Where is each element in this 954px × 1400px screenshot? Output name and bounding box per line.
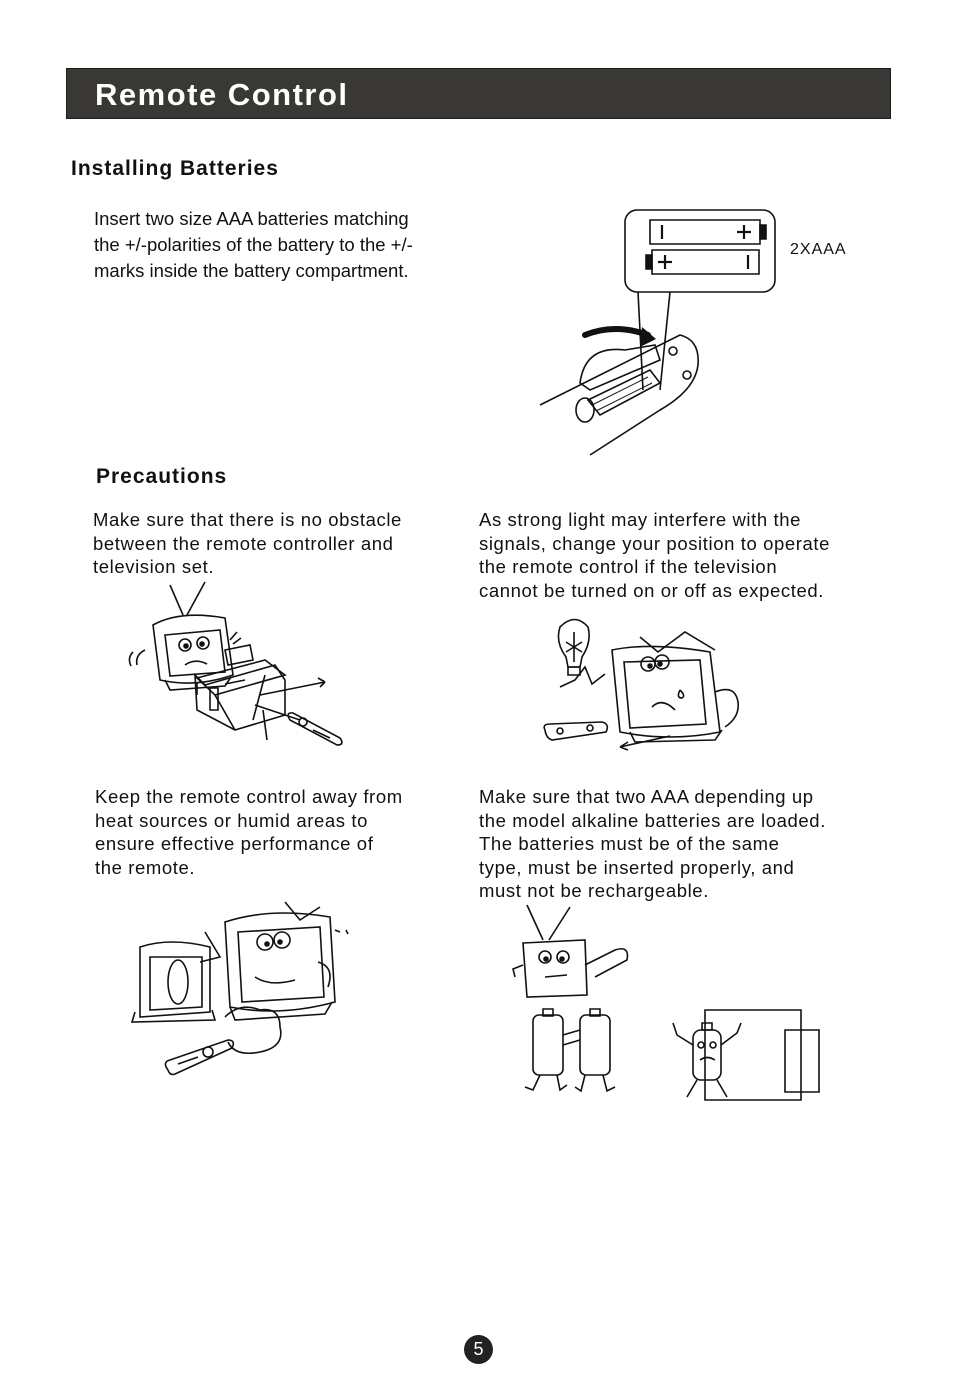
- obstacle-line: Make sure that there is no obstacle: [93, 509, 402, 530]
- battery-size-label: 2XAAA: [790, 241, 847, 258]
- heat-line: Keep the remote control away from: [95, 786, 403, 807]
- obstacle-line: television set.: [93, 556, 215, 577]
- page-number: 5: [464, 1335, 493, 1364]
- light-text: As strong light may interfere with the s…: [479, 508, 830, 602]
- battery-line: The batteries must be of the same: [479, 833, 780, 854]
- battery-line: Make sure that two AAA depending up: [479, 786, 814, 807]
- heat-line: the remote.: [95, 856, 196, 878]
- installing-line: Insert two size AAA batteries matching: [94, 208, 409, 229]
- heat-line: ensure effective performance of: [95, 833, 374, 854]
- light-line: the remote control if the television: [479, 556, 778, 577]
- heat-line: heat sources or humid areas to: [95, 809, 369, 831]
- tv-light-illustration-icon: [540, 612, 755, 757]
- installing-text: Insert two size AAA batteries matching t…: [94, 206, 413, 284]
- precautions-heading: Precautions: [96, 465, 228, 488]
- obstacle-line: between the remote controller and: [93, 532, 394, 554]
- light-line: cannot be turned on or off as expected.: [479, 579, 824, 601]
- light-line: signals, change your position to operate: [479, 532, 831, 554]
- installing-line: the +/-polarities of the battery to the …: [94, 234, 413, 255]
- battery-compartment-icon: [530, 205, 790, 465]
- battery-text: Make sure that two AAA depending up the …: [479, 785, 826, 903]
- heat-text: Keep the remote control away from heat s…: [95, 785, 403, 879]
- obstacle-text: Make sure that there is no obstacle betw…: [93, 508, 402, 579]
- battery-line: type, must be inserted properly, and: [479, 856, 795, 878]
- battery-line: the model alkaline batteries are loaded.: [479, 809, 826, 831]
- light-line: As strong light may interfere with the: [479, 509, 802, 530]
- installing-line: marks inside the battery compartment.: [94, 260, 409, 281]
- tv-obstacle-illustration-icon: [125, 580, 350, 755]
- tv-heat-illustration-icon: [120, 902, 360, 1082]
- installing-heading: Installing Batteries: [71, 157, 279, 180]
- battery-line: must not be rechargeable.: [479, 880, 709, 901]
- title-bar: Remote Control: [66, 68, 891, 119]
- battery-characters-illustration-icon: [505, 905, 825, 1110]
- page-title: Remote Control: [95, 77, 349, 112]
